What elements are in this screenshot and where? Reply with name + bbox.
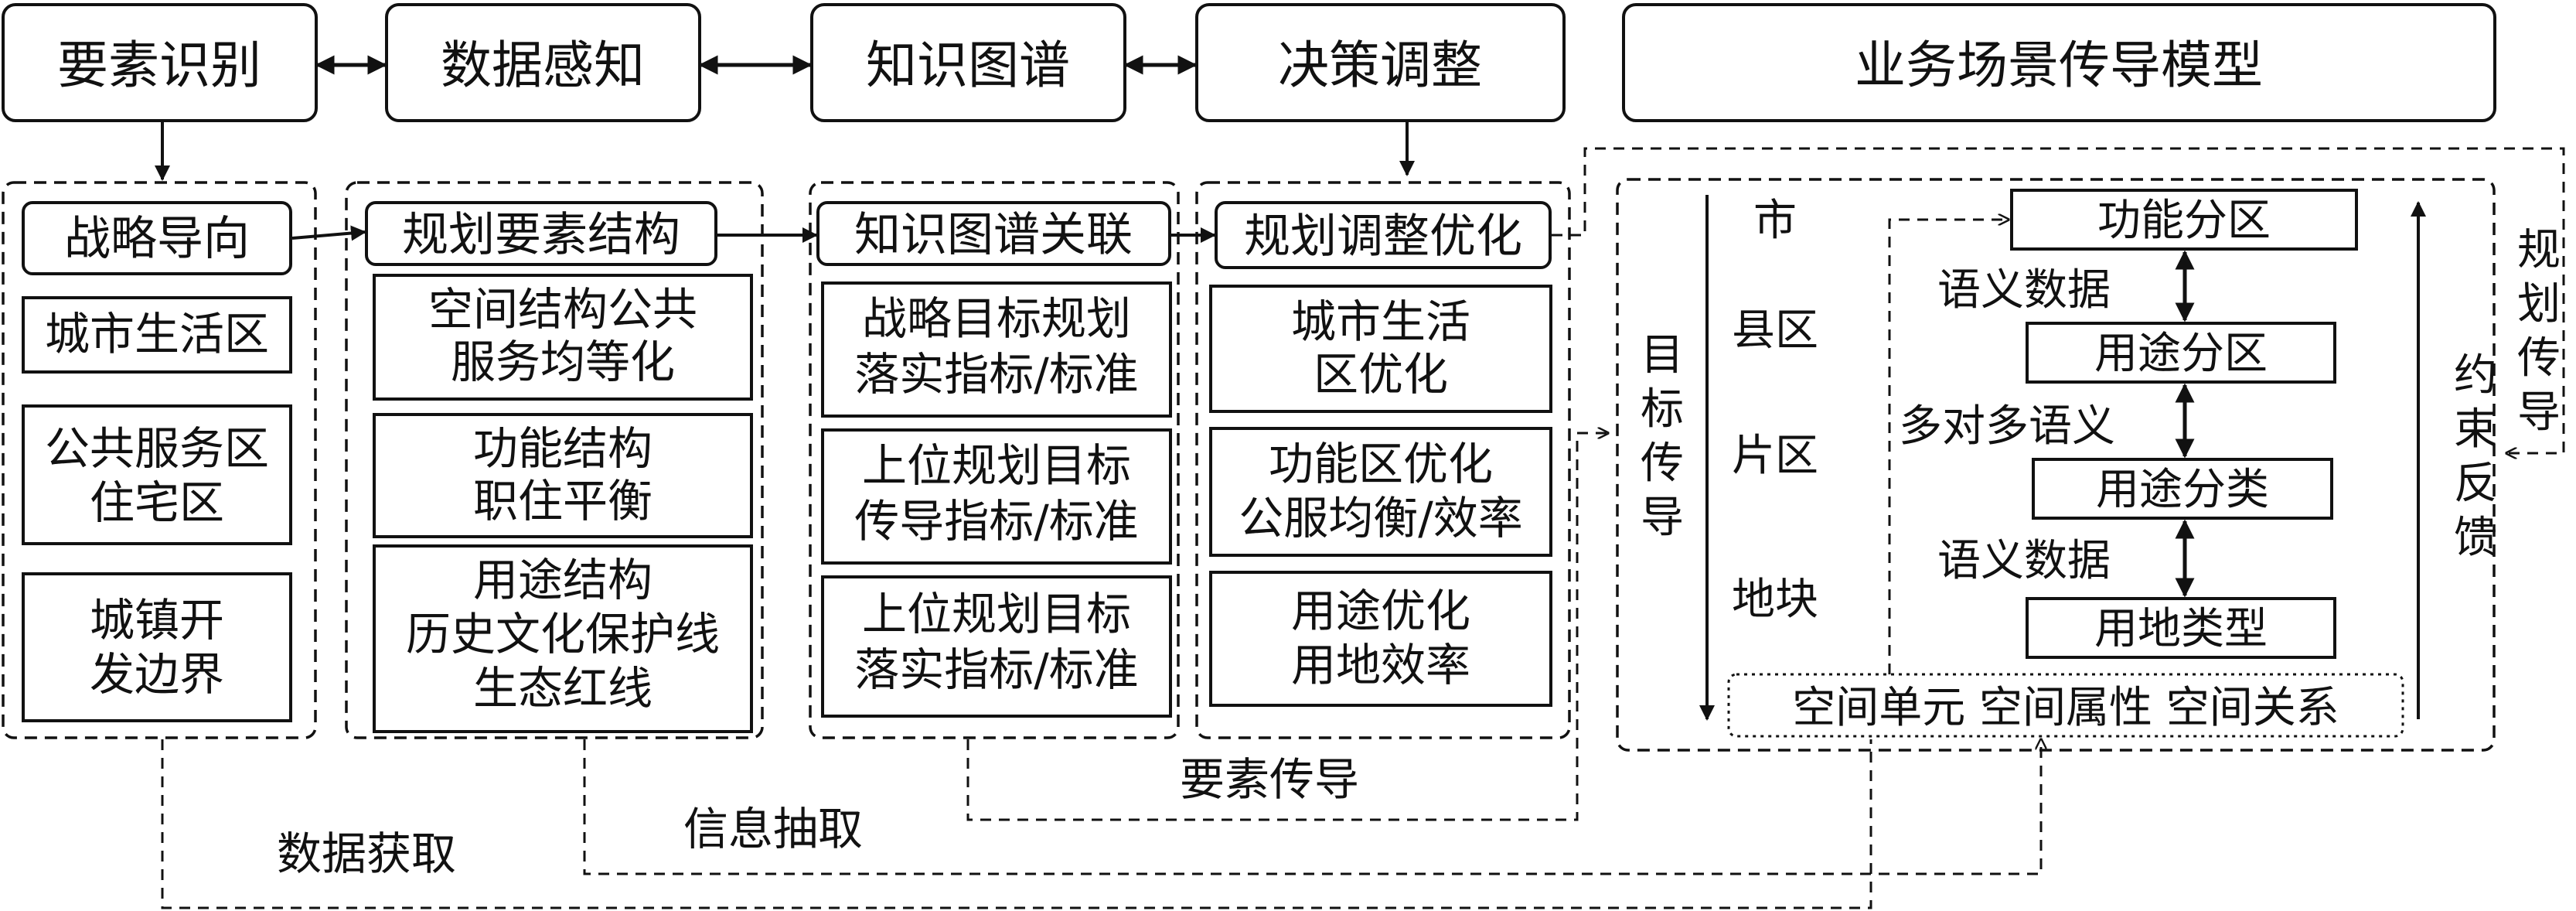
col1-item-text: 公共服务区: [45, 422, 269, 475]
plan-label-char: 传: [2517, 333, 2561, 384]
spatial-row-box: [1727, 673, 2404, 738]
zone-box-function: [2010, 189, 2358, 251]
stage-identify-label: 要素识别: [57, 36, 261, 95]
stage-knowledge-label: 知识图谱: [866, 36, 1070, 95]
col4-item-text: 用途优化: [1291, 585, 1470, 637]
element-transmission-connector: [966, 433, 1608, 821]
col4-item-box: [1209, 571, 1552, 707]
col3-header-box: [816, 201, 1171, 266]
model-title-box: [1622, 3, 2496, 122]
stage-perceive-label: 数据感知: [441, 36, 645, 95]
col1-item-text: 住宅区: [90, 476, 224, 529]
col4-item-box: [1209, 427, 1552, 557]
plan-label-char: 导: [2517, 387, 2561, 438]
col3-item-text: 落实指标/标准: [854, 643, 1139, 696]
zone-link-label: 语义数据: [1937, 536, 2111, 586]
target-label-char: 导: [1641, 493, 1684, 543]
col3-item-box: [821, 281, 1172, 418]
col1-item-box: [22, 296, 292, 374]
constraint-label-char: 馈: [2454, 513, 2497, 563]
col3-item-text: 上位规划目标: [862, 439, 1131, 492]
zone-box-use-class: [2032, 458, 2333, 520]
col2-item-text: 用途结构: [473, 554, 653, 606]
col2-item-box: [373, 413, 753, 538]
col4-item-text: 城市生活: [1291, 295, 1470, 348]
zone-use-class-label: 用途分类: [2096, 465, 2269, 515]
col2-item-text: 功能结构: [473, 422, 653, 475]
level-parcel: 地块: [1732, 575, 1818, 625]
level-district: 片区: [1732, 431, 1818, 481]
col2-header-box: [365, 201, 717, 266]
col3-item-box: [821, 575, 1172, 718]
target-label-char: 传: [1641, 438, 1684, 489]
data-flow-label: 数据获取: [277, 827, 456, 880]
target-label-char: 目: [1641, 330, 1684, 380]
info-extraction-connector: [583, 739, 2041, 875]
col4-header-box: [1215, 201, 1552, 269]
group-model: [1616, 178, 2496, 752]
col4-item-text: 用地效率: [1291, 639, 1470, 691]
zone-link-label: 语义数据: [1937, 265, 2111, 316]
model-title: 业务场景传导模型: [1855, 36, 2263, 95]
level-city: 市: [1753, 196, 1797, 246]
col4-item-text: 区优化: [1314, 348, 1448, 401]
col4-header: 规划调整优化: [1244, 210, 1522, 264]
col2-item-text: 历史文化保护线: [406, 608, 720, 660]
col2-item-text: 生态红线: [473, 662, 653, 715]
spatial-row-label: 空间单元 空间属性 空间关系: [1792, 683, 2339, 733]
col1-header: 战略导向: [64, 212, 250, 266]
col2-item-text: 空间结构公共: [428, 283, 697, 336]
zone-box-land-type: [2026, 597, 2336, 659]
target-label-char: 标: [1641, 384, 1684, 435]
element-flow-label: 要素传导: [1180, 753, 1359, 806]
col2-item-text: 服务均等化: [451, 336, 675, 388]
zone-link-label: 多对多语义: [1899, 401, 2115, 452]
col3-item-text: 战略目标规划: [862, 292, 1131, 345]
col3-item-text: 传导指标/标准: [854, 495, 1139, 548]
col3-item-box: [821, 428, 1172, 565]
zone-function-label: 功能分区: [2097, 196, 2271, 246]
col1-item-text: 发边界: [90, 648, 224, 701]
group-perceive: [345, 181, 764, 739]
col2-item-text: 职住平衡: [473, 475, 653, 527]
group-identify: [2, 181, 317, 739]
col2-header: 规划要素结构: [402, 208, 680, 262]
col3-item-text: 落实指标/标准: [854, 348, 1139, 401]
col4-item-text: 公服均衡/效率: [1239, 492, 1523, 544]
zone-use-label: 用途分区: [2094, 329, 2268, 379]
col3-item-text: 上位规划目标: [862, 588, 1131, 640]
col3-header: 知识图谱关联: [854, 208, 1133, 262]
col1-item-text: 城镇开: [90, 594, 224, 647]
zone-land-type-label: 用地类型: [2094, 604, 2268, 654]
plan-transmission-connector: [1552, 147, 2565, 453]
semantic-feed-connector: [1888, 220, 2009, 674]
plan-label-char: 规: [2517, 225, 2561, 275]
header-link-arrow: [291, 225, 366, 241]
col1-item-box: [22, 572, 292, 722]
col4-item-box: [1209, 285, 1552, 413]
group-knowledge: [809, 181, 1180, 739]
col2-item-box: [373, 544, 753, 733]
data-acquisition-connector: [161, 739, 1872, 909]
group-decision: [1195, 181, 1571, 739]
constraint-label-char: 束: [2454, 404, 2497, 455]
col1-header-box: [22, 201, 292, 275]
col2-item-box: [373, 274, 753, 401]
level-county: 县区: [1732, 305, 1818, 356]
stage-decision-label: 决策调整: [1278, 36, 1482, 95]
info-flow-label: 信息抽取: [683, 803, 863, 855]
plan-label-char: 划: [2517, 279, 2561, 329]
col4-item-text: 功能区优化: [1269, 438, 1493, 490]
constraint-label-char: 约: [2454, 350, 2497, 401]
col1-item-box: [22, 404, 292, 545]
col1-item-text: 城市生活区: [45, 308, 269, 360]
constraint-label-char: 反: [2454, 459, 2497, 509]
zone-box-use: [2026, 322, 2336, 384]
